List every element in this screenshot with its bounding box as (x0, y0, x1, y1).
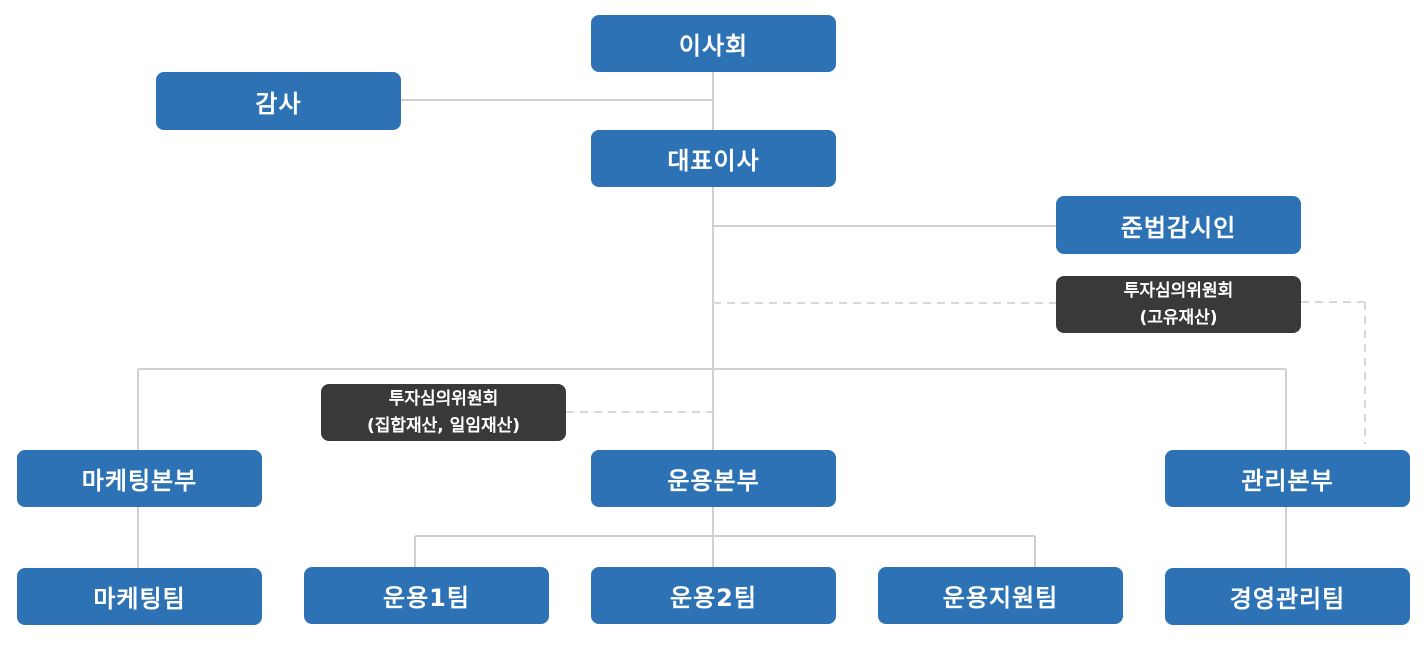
compliance-officer-box: 준법감시인 (1056, 196, 1301, 254)
auditor-box: 감사 (156, 72, 401, 130)
committee-proprietary-title: 투자심의위원회 (1123, 280, 1234, 301)
marketing-team-box: 마케팅팀 (17, 568, 262, 625)
business-management-team-box: 경영관리팀 (1165, 568, 1410, 625)
ceo-box: 대표이사 (591, 130, 836, 187)
operations-support-team-box: 운용지원팀 (878, 567, 1123, 624)
board-box: 이사회 (591, 15, 836, 72)
committee-proprietary-subtitle: (고유재산) (1139, 307, 1218, 328)
investment-committee-collective-box: 투자심의위원회 (집합재산, 일임재산) (321, 384, 566, 441)
management-division-box: 관리본부 (1165, 450, 1410, 507)
operations-division-box: 운용본부 (591, 450, 836, 507)
committee-collective-subtitle: (집합재산, 일임재산) (366, 415, 521, 436)
operations-team-1-box: 운용1팀 (304, 567, 549, 624)
investment-committee-proprietary-box: 투자심의위원회 (고유재산) (1056, 276, 1301, 333)
operations-team-2-box: 운용2팀 (591, 567, 836, 624)
marketing-division-box: 마케팅본부 (17, 450, 262, 507)
committee-collective-title: 투자심의위원회 (388, 388, 499, 409)
